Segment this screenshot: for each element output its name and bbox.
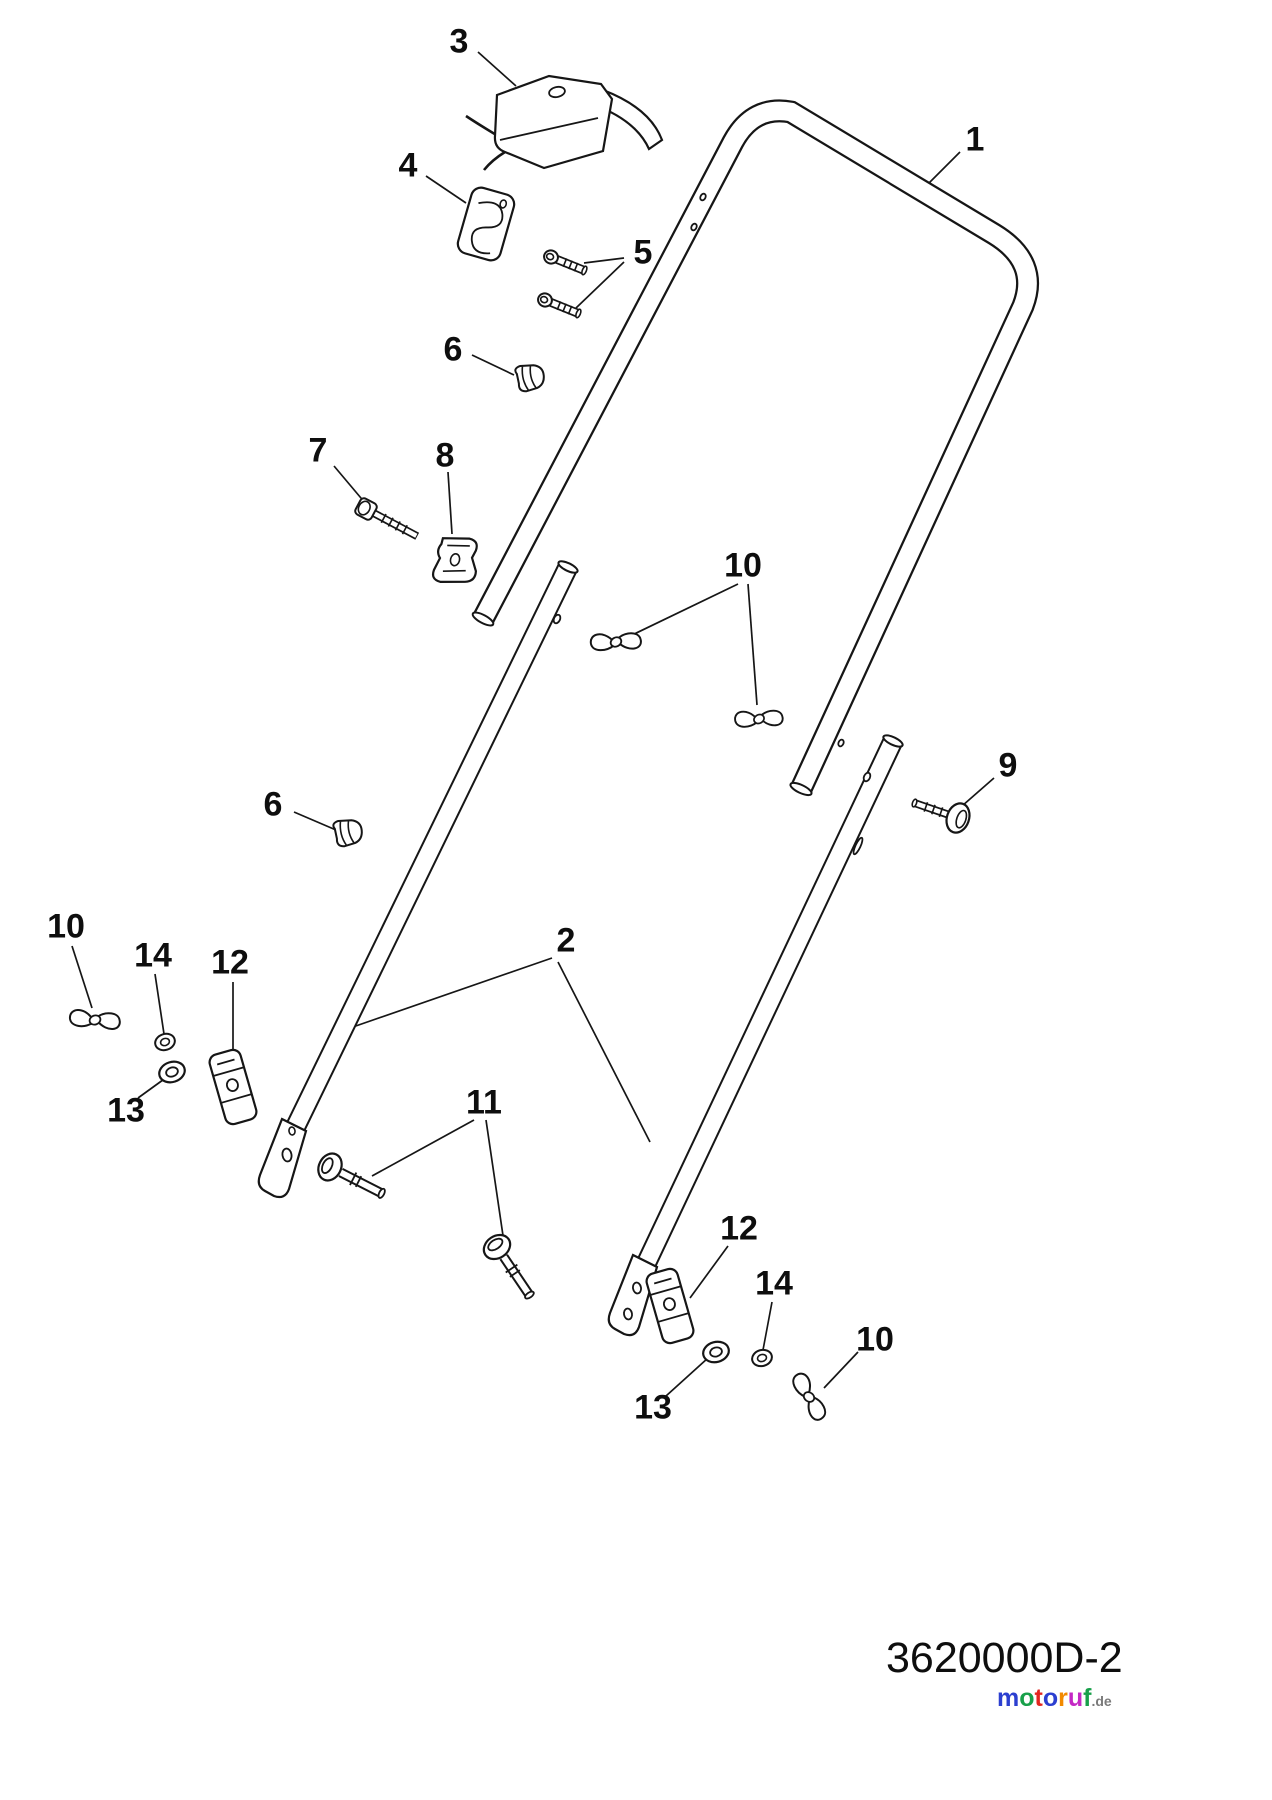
part-11-knob-a — [314, 1150, 390, 1207]
part-6-cable-clip-lower — [331, 815, 366, 849]
callout-14-right: 14 — [755, 1264, 793, 1303]
callout-12-left: 12 — [211, 943, 249, 982]
callout-4: 4 — [398, 146, 418, 185]
callout-5: 5 — [633, 233, 653, 272]
brand-logo[interactable]: motoruf.de — [997, 1684, 1112, 1713]
part-14-washer-left — [152, 1030, 178, 1054]
part-5-screw-a — [542, 248, 589, 277]
callout-13-right: 13 — [634, 1388, 672, 1427]
part-6-cable-clip-top — [513, 360, 548, 394]
part-12-clamp-right — [643, 1265, 697, 1347]
callout-9: 9 — [998, 746, 1018, 785]
callout-13-left: 13 — [107, 1091, 145, 1130]
part-1-upper-handle — [471, 99, 1040, 797]
callout-2: 2 — [556, 921, 576, 960]
part-4-clip-plate — [456, 186, 516, 262]
callout-6-lower: 6 — [263, 785, 283, 824]
callout-8: 8 — [435, 436, 455, 475]
part-3-switch-housing — [465, 74, 664, 171]
callout-1: 1 — [965, 120, 985, 159]
callout-6-top: 6 — [443, 330, 463, 369]
callout-14-left: 14 — [134, 936, 172, 975]
part-9-thumb-screw — [908, 788, 974, 836]
callout-12-right: 12 — [720, 1209, 758, 1248]
callout-3: 3 — [449, 22, 469, 61]
part-5-screw-b — [536, 291, 583, 320]
part-2-lower-handle-right — [607, 734, 904, 1337]
part-10-wing-nut-b — [731, 694, 787, 743]
part-14-washer-right — [749, 1346, 775, 1370]
callout-10-right: 10 — [856, 1320, 894, 1359]
part-10-wing-nut-bottom — [780, 1369, 839, 1424]
callout-11: 11 — [466, 1083, 502, 1122]
brand-logo-letters: motoruf — [997, 1684, 1092, 1712]
part-12-clamp-left — [206, 1046, 260, 1128]
part-10-wing-nut-left — [66, 996, 123, 1043]
callout-10-left: 10 — [47, 907, 85, 946]
callout-leader-lines — [71, 51, 995, 1397]
brand-logo-suffix: .de — [1091, 1693, 1112, 1709]
part-8-cable-clamp — [431, 537, 478, 583]
part-7-bolt — [354, 497, 422, 544]
part-2-lower-handle-left — [257, 560, 579, 1199]
diagram-code: 3620000D-2 — [886, 1634, 1123, 1682]
callout-10-top: 10 — [724, 546, 762, 585]
part-11-knob-b — [479, 1230, 542, 1305]
part-5-screws — [536, 248, 589, 320]
part-10-wing-nut-a — [587, 616, 645, 668]
callout-7: 7 — [308, 431, 328, 470]
